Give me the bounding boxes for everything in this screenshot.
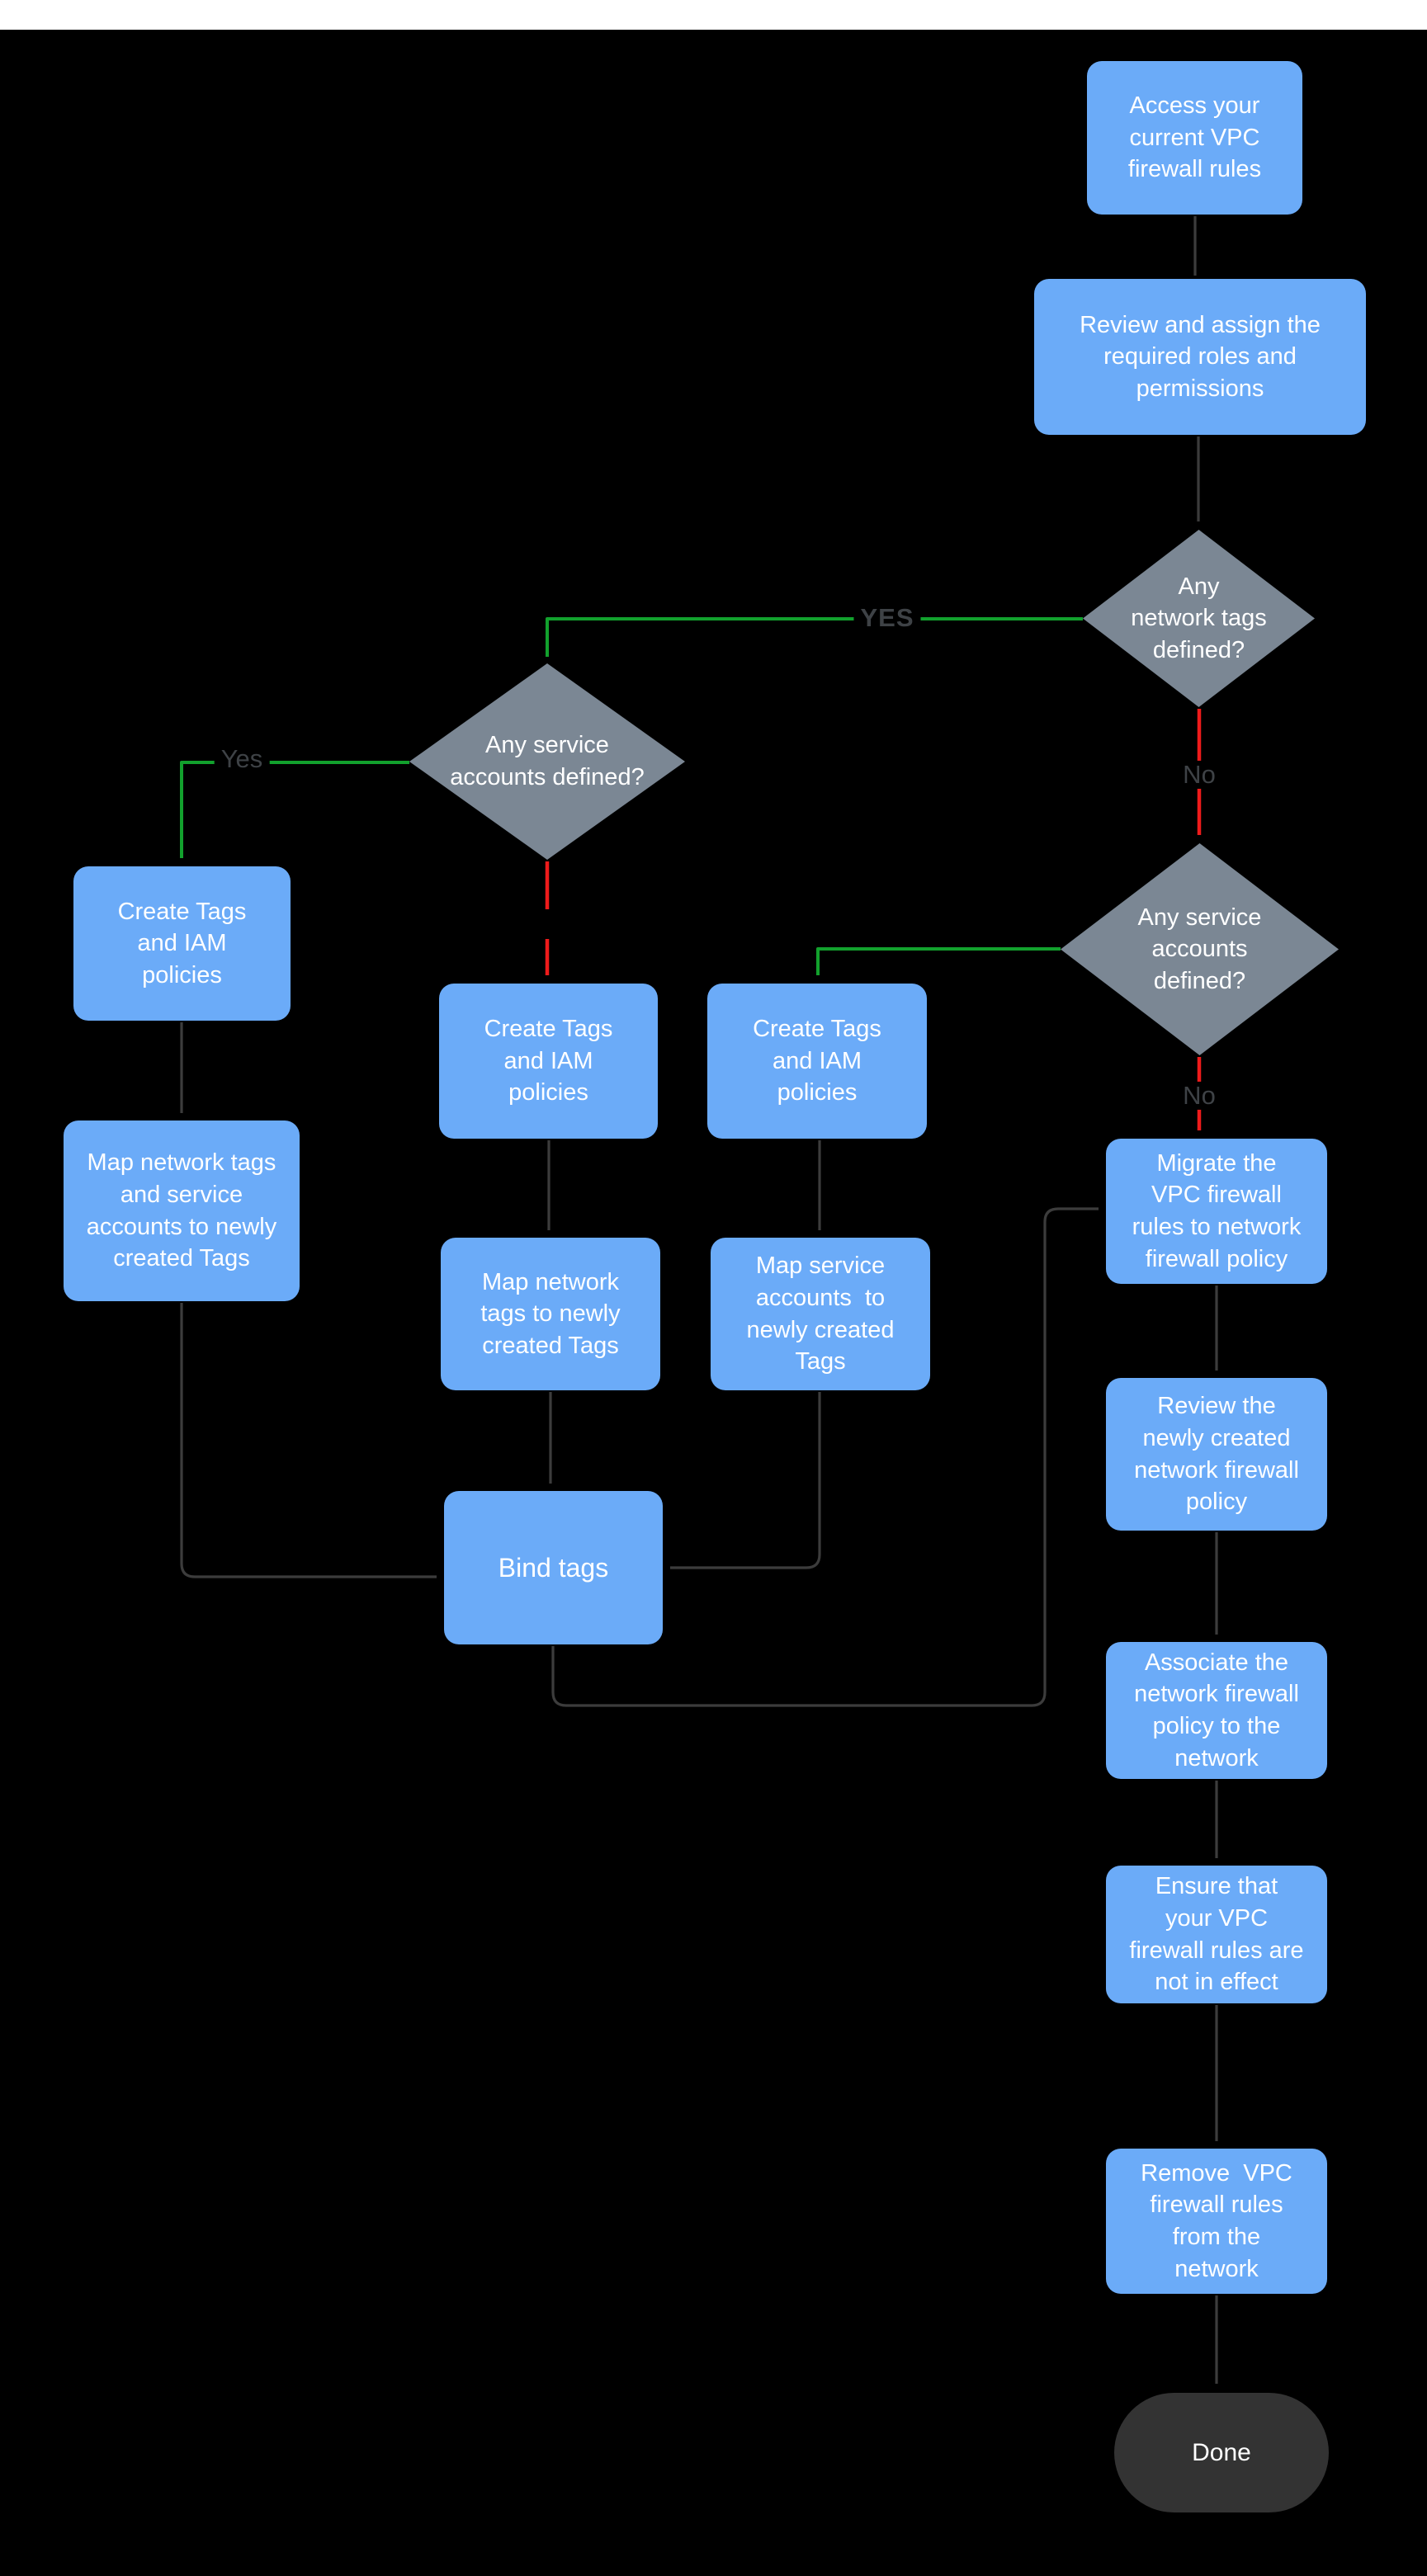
node-review-assign-roles: Review and assign the required roles and… bbox=[1034, 279, 1366, 435]
edge-label-no-service-right: No bbox=[1176, 1081, 1222, 1111]
edge-label-yes-network-tags: YES bbox=[853, 603, 921, 633]
node-associate-policy: Associate the network firewall policy to… bbox=[1106, 1642, 1327, 1779]
node-create-tags-left: Create Tags and IAM policies bbox=[73, 866, 291, 1021]
edge-label-yes-service-left: Yes bbox=[214, 744, 270, 774]
node-remove-vpc-rules: Remove VPC firewall rules from the netwo… bbox=[1106, 2149, 1327, 2294]
edge-gap-no-service-left bbox=[533, 909, 561, 939]
node-ensure-rules-not-in-effect: Ensure that your VPC firewall rules are … bbox=[1106, 1866, 1327, 2003]
edge-mapleft-to-bind bbox=[180, 1303, 437, 1578]
node-create-tags-right: Create Tags and IAM policies bbox=[707, 984, 927, 1139]
node-map-network-tags: Map network tags to newly created Tags bbox=[441, 1238, 660, 1390]
node-review-new-policy: Review the newly created network firewal… bbox=[1106, 1378, 1327, 1531]
node-map-tags-and-service-accounts: Map network tags and service accounts to… bbox=[64, 1121, 300, 1301]
node-map-service-accounts: Map service accounts to newly created Ta… bbox=[711, 1238, 930, 1390]
node-create-tags-center: Create Tags and IAM policies bbox=[439, 984, 658, 1139]
node-done: Done bbox=[1114, 2393, 1329, 2512]
edge-yes-to-create-right bbox=[816, 947, 1061, 975]
edge-mapsvc-to-bind bbox=[670, 1392, 821, 1569]
edge-yes-to-create-left bbox=[180, 761, 409, 858]
edge-bind-to-migrate bbox=[551, 1207, 1099, 1707]
node-access-vpc-firewall-rules: Access your current VPC firewall rules bbox=[1087, 61, 1302, 215]
top-white-strip bbox=[0, 0, 1427, 30]
node-bind-tags: Bind tags bbox=[444, 1491, 663, 1644]
node-migrate-vpc-rules: Migrate the VPC firewall rules to networ… bbox=[1106, 1139, 1327, 1284]
edge-yes-to-service-left bbox=[546, 617, 1083, 657]
edge-label-no-network-tags: No bbox=[1176, 760, 1222, 790]
